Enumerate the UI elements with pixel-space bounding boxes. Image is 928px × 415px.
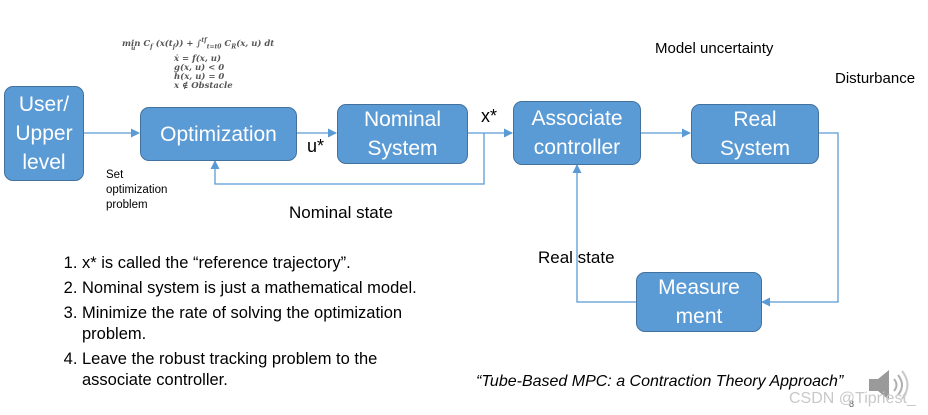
formula-constraint: x ∉ Obstacle	[174, 80, 233, 91]
block-label-line: Associate	[531, 107, 623, 130]
measurement-block: Measure ment	[636, 272, 762, 332]
associate-controller-block: Associate controller	[513, 101, 641, 165]
block-label-line: System	[367, 137, 438, 160]
notes-item: x* is called the “reference trajectory”.	[82, 253, 442, 274]
label-line: Set	[106, 169, 124, 181]
block-label-line: Upper	[15, 122, 73, 145]
block-label-line: level	[22, 151, 66, 174]
notes-item: Leave the robust tracking problem to the…	[82, 349, 442, 391]
block-label-line: Optimization	[160, 122, 277, 146]
citation-text: “Tube-Based MPC: a Contraction Theory Ap…	[476, 373, 844, 390]
page-number: 8	[849, 399, 855, 409]
arrow-real-to-measurement	[761, 132, 839, 307]
formula-min-variable: u	[131, 45, 136, 52]
arrow-nominal-state-feedback	[210, 133, 485, 185]
notes-item: Minimize the rate of solving the optimiz…	[82, 303, 442, 345]
set-optimization-problem-label: Set optimization problem	[106, 168, 167, 213]
speaker-icon[interactable]	[866, 365, 910, 405]
user-upper-level-block: User/ Upper level	[4, 86, 84, 181]
optimization-formula: min Cf (x(tf)) + ∫tft=t0 CR(x, u) dt u ẋ…	[122, 36, 274, 91]
block-label-line: controller	[533, 136, 621, 159]
model-uncertainty-label: Model uncertainty	[655, 40, 774, 57]
label-line: problem	[106, 199, 148, 211]
block-label-line: ment	[675, 305, 723, 328]
formula-objective: min Cf (x(tf)) + ∫tft=t0 CR(x, u) dt u	[122, 37, 275, 52]
formula-constraint: h(x, u) = 0	[174, 71, 225, 82]
notes-list: x* is called the “reference trajectory”.…	[52, 253, 442, 395]
nominal-state-label: Nominal state	[289, 203, 393, 222]
real-state-label: Real state	[538, 248, 615, 267]
formula-constraint: ẋ = f(x, u)	[174, 53, 221, 64]
nominal-system-block: Nominal System	[337, 104, 468, 164]
block-label-line: Measure	[658, 276, 740, 299]
formula-constraints: ẋ = f(x, u) g(x, u) < 0 h(x, u) = 0 x ∉ …	[174, 53, 274, 91]
notes-item: Nominal system is just a mathematical mo…	[82, 278, 442, 299]
disturbance-label: Disturbance	[835, 70, 916, 87]
real-system-block: Real System	[691, 104, 819, 164]
label-line: optimization	[106, 184, 168, 196]
block-label-line: System	[719, 137, 790, 160]
optimization-block: Optimization	[140, 107, 297, 161]
arrow-measurement-to-associate	[572, 164, 636, 303]
watermark: CSDN @Tipriest_	[789, 390, 916, 407]
block-label-line: User/	[18, 93, 70, 116]
formula-constraint: g(x, u) < 0	[174, 62, 225, 73]
block-label-line: Real	[733, 108, 777, 131]
u-star-label: u*	[307, 136, 325, 156]
x-star-label: x*	[481, 106, 498, 126]
block-label-line: Nominal	[363, 108, 442, 131]
